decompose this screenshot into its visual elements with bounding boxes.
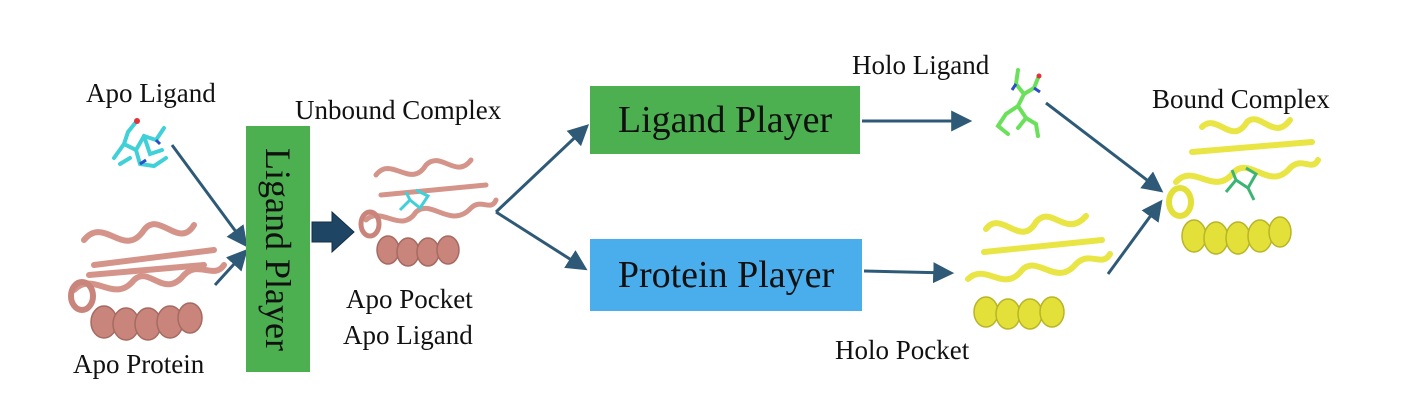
arrow-apo-protein-to-player — [213, 248, 248, 287]
arrow-holo-ligand-to-bound — [1045, 101, 1164, 193]
arrow-complex-to-protein-player — [495, 210, 588, 271]
apo-protein-structure — [68, 221, 227, 341]
holo-pocket-label: Holo Pocket — [835, 335, 970, 365]
block-arrow — [311, 210, 355, 254]
ligand-player-vertical-box: Ligand Player — [246, 126, 310, 372]
ligand-player-box: Ligand Player — [590, 86, 860, 154]
apo-ligand-label: Apo Ligand — [86, 78, 216, 108]
arrow-complex-to-ligand-player — [494, 124, 590, 214]
protein-player-label: Protein Player — [617, 254, 835, 296]
apo-pocket-label: Apo Pocket — [346, 284, 473, 314]
ligand-player-vertical-label: Ligand Player — [258, 147, 298, 351]
arrow-protein-player-to-holo-pocket — [863, 262, 955, 284]
holo-ligand-label: Holo Ligand — [852, 50, 990, 80]
bound-complex-structure — [1166, 116, 1321, 255]
protein-player-box: Protein Player — [590, 239, 862, 311]
apo-ligand-molecule — [112, 118, 168, 169]
unbound-complex-label: Unbound Complex — [295, 95, 502, 125]
holo-pocket-structure — [965, 213, 1113, 330]
unbound-complex-structure — [358, 157, 499, 267]
apo-protein-label: Apo Protein — [73, 349, 205, 379]
ligand-player-label: Ligand Player — [617, 99, 833, 141]
holo-ligand-molecule — [995, 68, 1042, 138]
bound-complex-label: Bound Complex — [1152, 84, 1330, 114]
apo-ligand-label-2: Apo Ligand — [343, 320, 473, 350]
arrow-holo-pocket-to-bound — [1106, 199, 1163, 275]
arrow-apo-ligand-to-player — [170, 144, 248, 248]
